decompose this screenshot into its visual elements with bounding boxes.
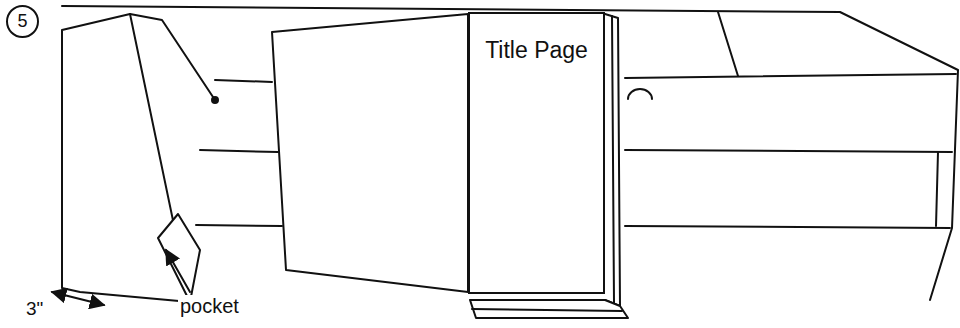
cover-panel [62, 14, 218, 302]
step-number-circle: 5 [6, 5, 39, 38]
node-text: 5 [17, 12, 27, 32]
node-text: Title Page [485, 38, 588, 63]
leader-lines [52, 250, 190, 305]
dimension-label: 3" [24, 298, 45, 320]
dimension-arrow [52, 292, 104, 305]
strip-knob [628, 89, 652, 99]
title-page: Title Page [468, 12, 605, 294]
part-label: pocket [178, 295, 241, 318]
pocket-flap [158, 214, 200, 302]
